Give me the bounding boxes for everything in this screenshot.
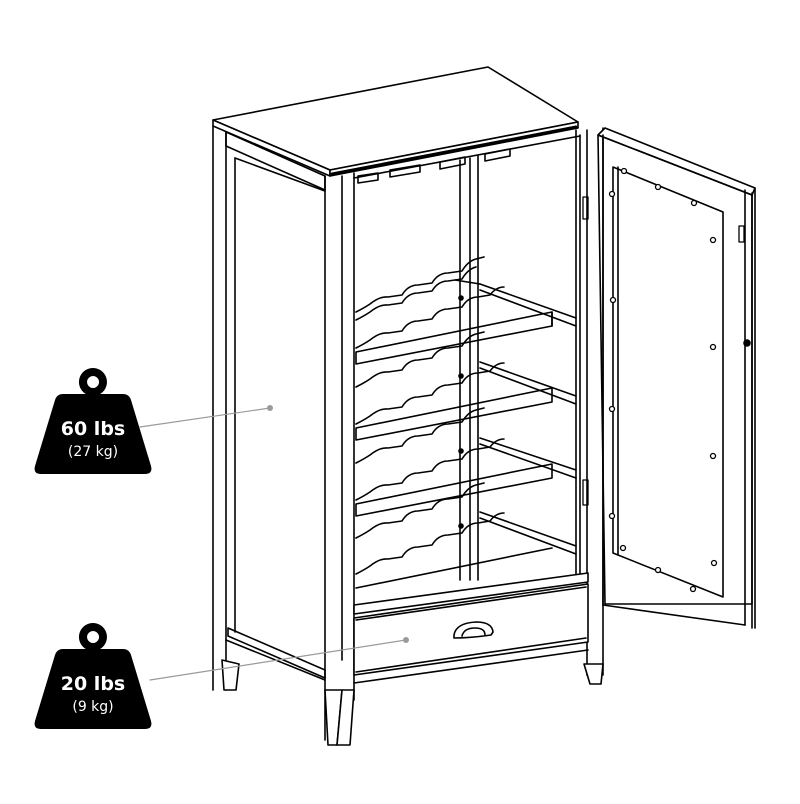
drawer-handle-icon — [453, 621, 494, 639]
wine-rack-shelf-4 — [355, 482, 577, 589]
weight-metric: (27 kg) — [67, 444, 119, 460]
cabinet-front-left-post — [324, 172, 355, 746]
weight-badge-drawer: 20 lbs (9 kg) — [33, 621, 153, 731]
wine-rack-shelf-2 — [355, 331, 577, 441]
callout-dot-drawer — [403, 637, 409, 643]
weight-metric: (9 kg) — [72, 699, 114, 715]
callout-line-cabinet — [139, 407, 271, 428]
cabinet-top — [212, 66, 579, 177]
cabinet-interior — [353, 135, 581, 581]
door-bolts — [608, 167, 718, 593]
weight-icon — [34, 623, 152, 729]
wine-rack-shelf-3 — [355, 407, 577, 517]
drawer — [353, 572, 589, 684]
weight-value: 60 lbs — [60, 418, 126, 440]
weight-icon — [34, 368, 152, 474]
callout-dot-cabinet — [267, 405, 273, 411]
weight-badge-cabinet: 60 lbs (27 kg) — [33, 366, 153, 476]
open-door — [597, 127, 756, 629]
wine-rack-shelf-1 — [355, 256, 577, 365]
callout-line-drawer — [149, 639, 407, 681]
weight-value: 20 lbs — [60, 673, 126, 695]
wine-rack-shelves — [355, 256, 577, 589]
callout-lines — [139, 405, 409, 681]
